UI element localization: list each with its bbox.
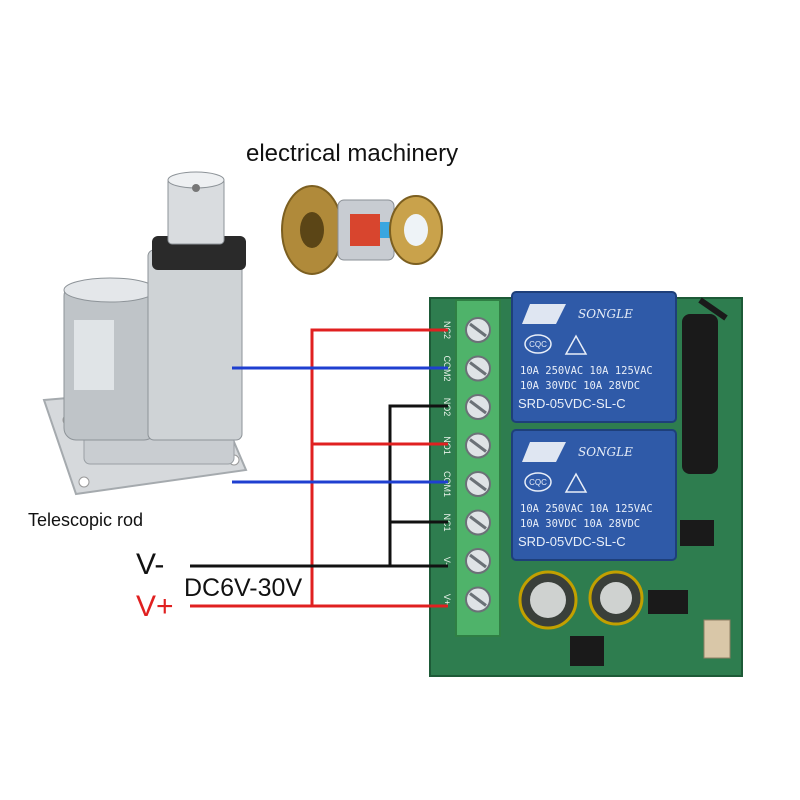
wire-black-no2 <box>388 404 448 566</box>
screw-slot-icon <box>469 592 487 607</box>
cqc-mark-icon <box>524 334 552 354</box>
relay-model: SRD-05VDC-SL-C <box>518 534 626 549</box>
screw-slot-icon <box>469 553 487 569</box>
wires <box>190 328 448 608</box>
relay-body <box>511 429 677 561</box>
telescopic-rod-actuator <box>42 171 248 496</box>
relay-brand: SONGLE <box>578 445 633 459</box>
wire-red-nc2 <box>310 328 448 606</box>
screw-slot-icon <box>469 361 487 376</box>
relay-cert: CQC <box>529 478 547 487</box>
terminal-label: COM1 <box>442 471 452 497</box>
motor-illustration <box>281 185 443 275</box>
terminal-label: V- <box>442 557 452 566</box>
supply-voltage-label: DC6V-30V <box>184 574 303 602</box>
warning-triangle-icon <box>564 334 588 355</box>
relay-rating-ac: 10A 250VAC 10A 125VAC <box>520 503 653 515</box>
relay-rating-ac: 10A 250VAC 10A 125VAC <box>520 365 653 377</box>
cqc-mark-icon <box>524 472 552 492</box>
screw-slot-icon <box>469 438 487 453</box>
warning-triangle-icon <box>564 472 588 493</box>
relay-model: SRD-05VDC-SL-C <box>518 396 626 411</box>
screw-slot-icon <box>469 322 487 338</box>
songle-logo-icon <box>522 442 566 462</box>
relay-rating-dc: 10A 30VDC 10A 28VDC <box>520 518 640 530</box>
terminal-label: V+ <box>442 594 452 605</box>
motor-label: electrical machinery <box>246 140 459 167</box>
songle-logo-icon <box>522 304 566 324</box>
relay-rating-dc: 10A 30VDC 10A 28VDC <box>520 380 640 392</box>
relay-body <box>511 291 677 423</box>
screw-slot-icon <box>469 515 487 530</box>
screw-slot-icon <box>469 399 487 415</box>
v-plus-label: V+ <box>136 590 174 623</box>
screw-slot-icon <box>469 476 487 492</box>
actuator-label: Telescopic rod <box>28 510 144 530</box>
v-minus-label: V- <box>136 548 165 581</box>
relay-cert: CQC <box>529 340 547 349</box>
relay-brand: SONGLE <box>578 307 633 321</box>
